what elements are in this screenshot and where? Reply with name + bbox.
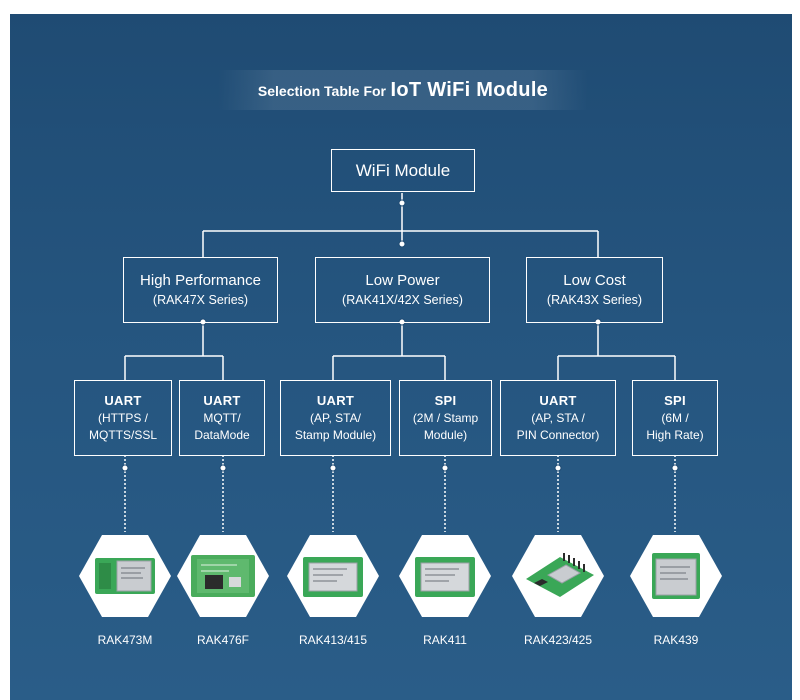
- interface-type: UART: [104, 393, 142, 408]
- root-node: WiFi Module: [331, 149, 475, 192]
- product-name: RAK423/425: [523, 633, 593, 647]
- interface-detail: (AP, STA/: [310, 411, 361, 425]
- product-name: RAK413/415: [298, 633, 368, 647]
- root-label: WiFi Module: [355, 160, 451, 180]
- junction-dot: [398, 199, 406, 207]
- product-image-rak476f: [177, 535, 269, 617]
- interface-node: UART (AP, STA/ Stamp Module): [280, 380, 391, 456]
- interface-detail: (AP, STA /: [531, 411, 585, 425]
- interface-detail: DataMode: [194, 428, 250, 442]
- product-image-rak423: [512, 535, 604, 617]
- category-series: (RAK47X Series): [152, 293, 249, 307]
- interface-detail: MQTTS/SSL: [88, 428, 157, 442]
- product-image-rak413: [287, 535, 379, 617]
- product-name: RAK439: [653, 633, 699, 647]
- product-image-rak411: [399, 535, 491, 617]
- junction-dot: [398, 240, 406, 248]
- category-name: Low Cost: [563, 272, 626, 289]
- junction-dot: [671, 464, 679, 472]
- product-image-rak473m: [79, 535, 171, 617]
- interface-type: UART: [316, 393, 355, 408]
- interface-detail: (6M /: [661, 411, 689, 425]
- product-name: RAK411: [423, 633, 467, 647]
- junction-dot: [329, 464, 337, 472]
- interface-node: SPI (2M / Stamp Module): [399, 380, 492, 456]
- interface-detail: MQTT/: [203, 411, 241, 425]
- interface-detail: High Rate): [646, 428, 704, 442]
- junction-dot: [121, 464, 129, 472]
- interface-type: UART: [539, 393, 577, 408]
- title-main: IoT WiFi Module: [390, 79, 549, 101]
- product-name: RAK476F: [196, 633, 250, 647]
- junction-dot: [441, 464, 449, 472]
- category-low-power: Low Power (RAK41X/42X Series): [315, 257, 490, 323]
- category-name: High Performance: [140, 272, 261, 289]
- category-series: (RAK43X Series): [546, 293, 643, 307]
- interface-node: UART (AP, STA / PIN Connector): [500, 380, 616, 456]
- page-title: Selection Table For IoT WiFi Module: [218, 70, 588, 110]
- product-image-rak439: [630, 535, 722, 617]
- product-name: RAK473M: [97, 633, 153, 647]
- interface-detail: Module): [423, 428, 468, 442]
- category-series: (RAK41X/42X Series): [342, 293, 463, 307]
- category-high-performance: High Performance (RAK47X Series): [123, 257, 278, 323]
- junction-dot: [554, 464, 562, 472]
- interface-detail: Stamp Module): [294, 428, 377, 442]
- junction-dot: [219, 464, 227, 472]
- interface-node: SPI (6M / High Rate): [632, 380, 718, 456]
- interface-type: SPI: [664, 393, 686, 408]
- interface-detail: PIN Connector): [516, 428, 600, 442]
- category-name: Low Power: [365, 272, 440, 289]
- category-low-cost: Low Cost (RAK43X Series): [526, 257, 663, 323]
- interface-detail: (HTTPS /: [98, 411, 148, 425]
- interface-node: UART MQTT/ DataMode: [179, 380, 265, 456]
- interface-node: UART (HTTPS / MQTTS/SSL: [74, 380, 172, 456]
- interface-type: SPI: [434, 393, 457, 408]
- interface-type: UART: [203, 393, 241, 408]
- interface-detail: (2M / Stamp: [412, 411, 479, 425]
- title-prefix: Selection Table For: [257, 83, 387, 99]
